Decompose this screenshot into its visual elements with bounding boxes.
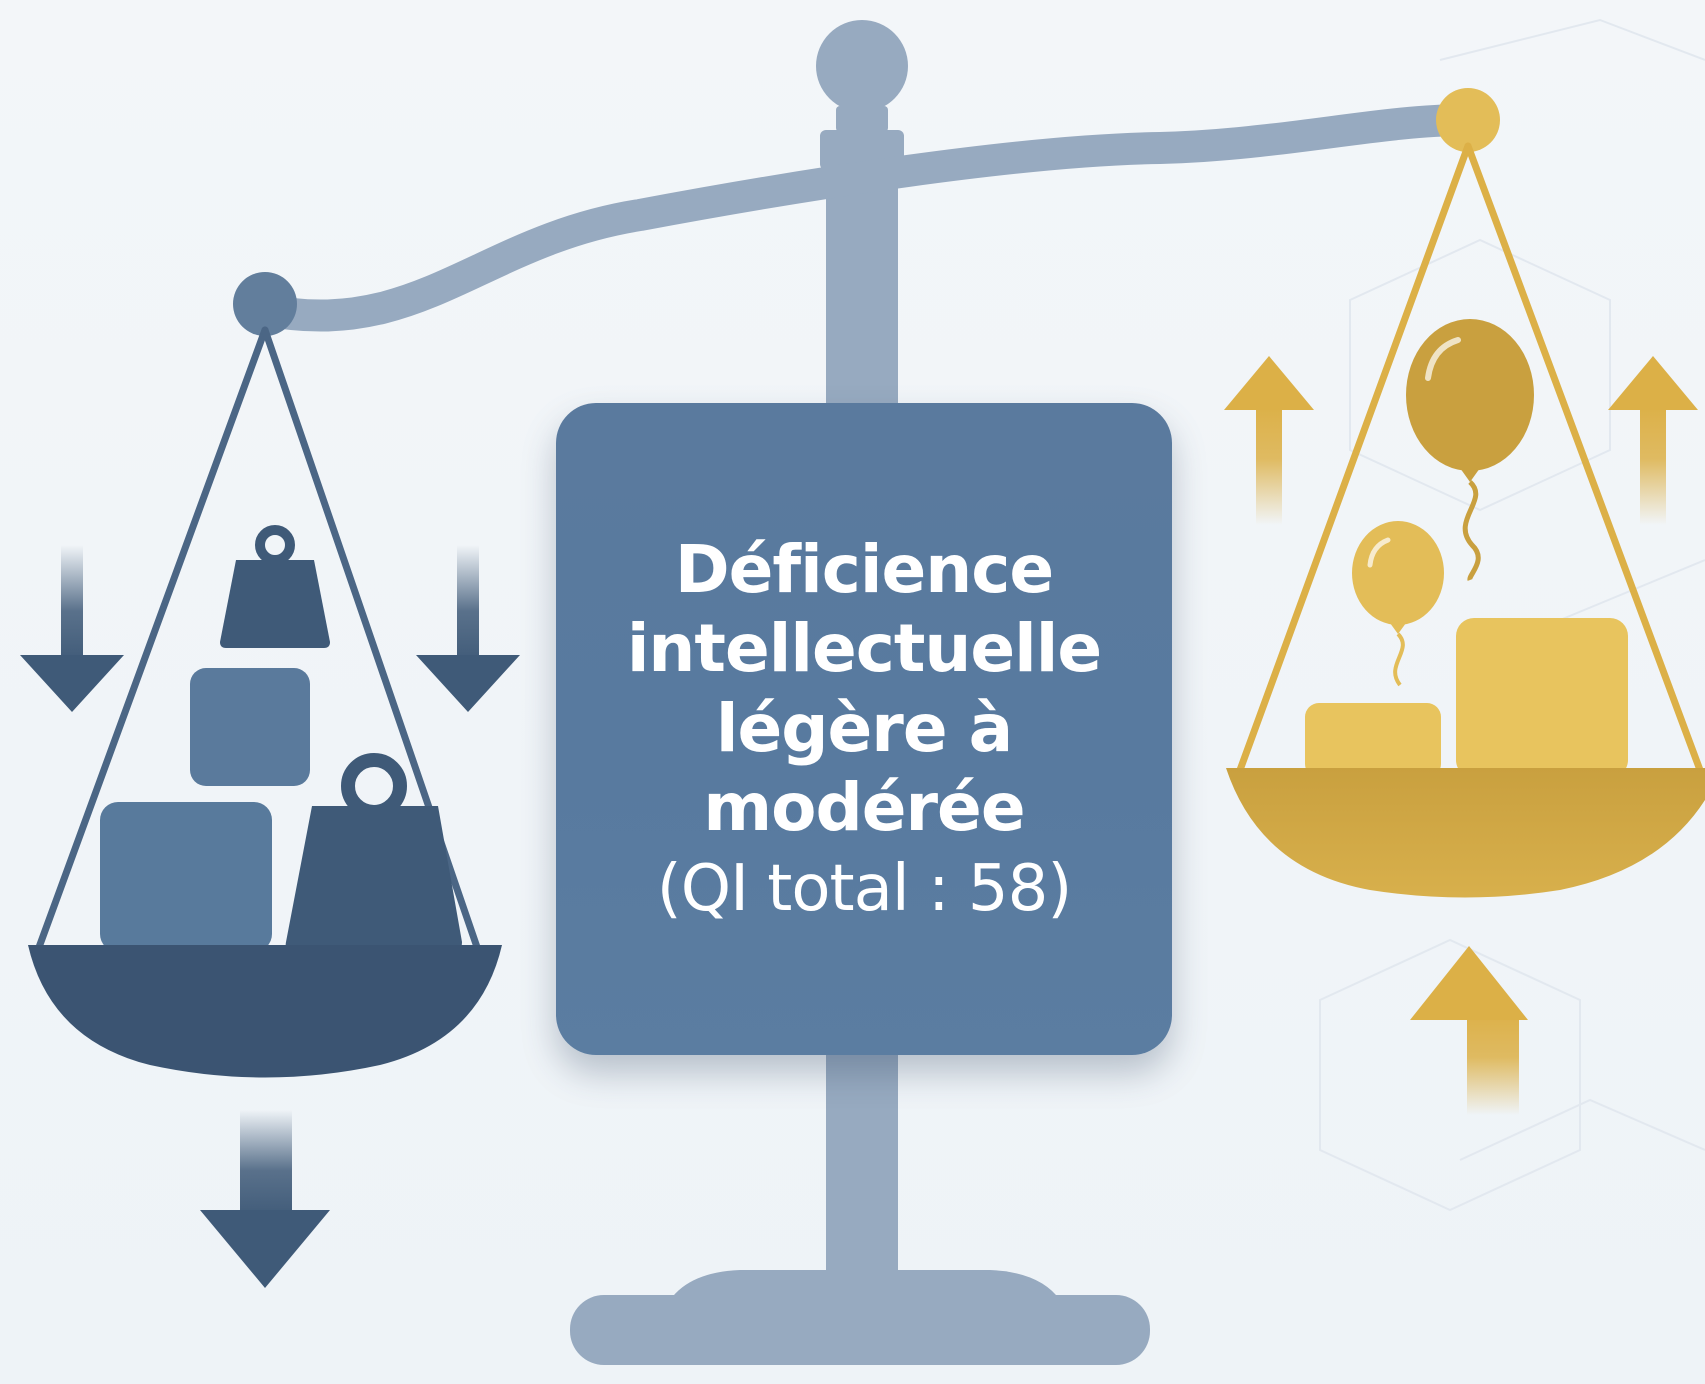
balloon-small-icon [1352,521,1444,687]
diagnosis-title-line-3: légère à [715,689,1013,767]
arrow-up-icon [1224,356,1314,525]
diagnosis-title-line-4: modérée [703,768,1025,846]
block-small-icon [1305,703,1441,778]
box-icon [100,802,272,952]
arrow-down-icon [20,545,124,712]
arrow-down-icon [416,545,520,712]
kettlebell-large-icon [285,753,462,952]
left-pan [28,326,502,1078]
diagnosis-title-line-1: Déficience [674,531,1054,609]
block-large-icon [1456,618,1628,778]
iq-score-label: (QI total : 58) [656,851,1073,926]
balloon-large-icon [1406,319,1534,581]
arrow-up-icon [1608,356,1698,525]
diagnosis-label-panel: Déficience intellectuelle légère à modér… [556,403,1172,1055]
arrow-up-icon [1410,946,1528,1115]
right-pan [1226,142,1705,898]
scale-beam [233,88,1500,336]
arrow-down-icon [200,1110,330,1288]
block-icon [190,668,310,786]
diagnosis-title-line-2: intellectuelle [626,610,1102,688]
kettlebell-small-icon [220,525,330,648]
